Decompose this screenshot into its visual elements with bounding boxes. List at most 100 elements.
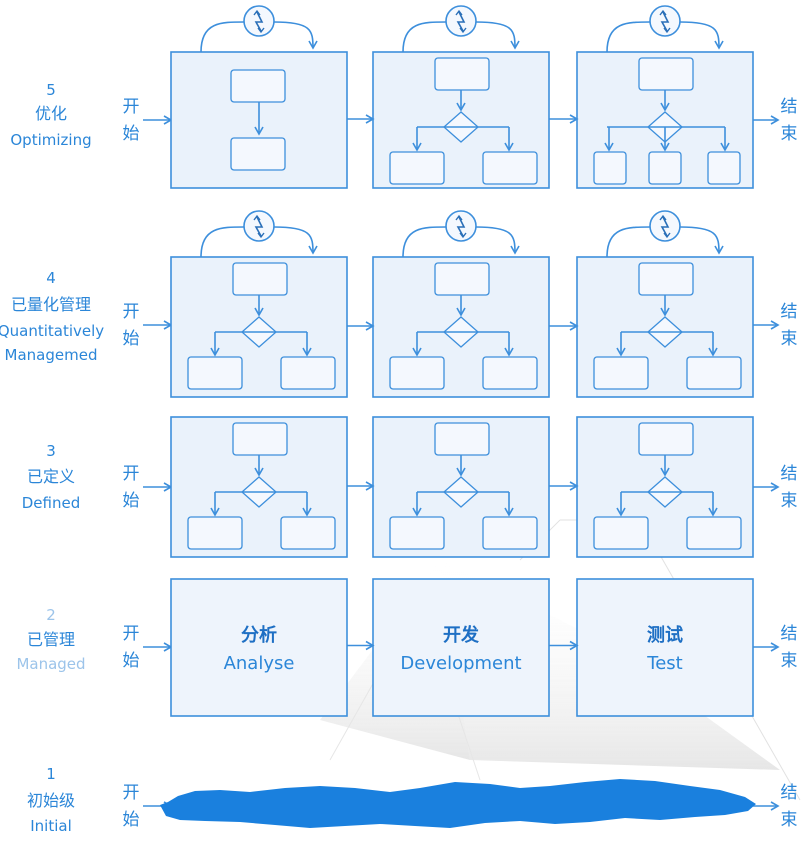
process-step [707,151,741,185]
level-name-cn: 初始级 [27,791,75,810]
level-name-en: Managemed [5,346,98,364]
process-step [638,422,694,456]
phase-box [576,578,754,717]
feedback-loop [679,226,724,255]
start-char: 始 [123,491,140,511]
end-label: 结束 [753,464,798,511]
process-step [389,151,445,185]
process-step [389,516,445,550]
process-step [389,356,445,390]
start-label: 开始 [123,97,173,144]
start-char: 始 [123,810,140,830]
process-step [232,422,288,456]
end-char: 结 [781,783,798,803]
level-name-cn: 优化 [35,104,67,123]
end-char: 结 [781,464,798,484]
process-step [482,516,538,550]
feedback-loop [475,226,520,255]
level-number: 1 [46,765,56,783]
process-step [434,422,490,456]
start-label: 开始 [123,464,173,511]
end-char: 束 [781,651,798,671]
process-step [230,69,286,103]
start-char: 开 [123,783,140,803]
start-label: 开始 [123,624,173,671]
process-step [638,262,694,296]
level-number: 2 [46,606,56,624]
process-step [434,262,490,296]
phase-name-cn: 分析 [241,624,277,646]
process-step [280,356,336,390]
process-step [686,356,742,390]
end-char: 束 [781,491,798,511]
end-char: 结 [781,624,798,644]
level-name-cn: 已管理 [27,630,75,649]
end-char: 束 [781,329,798,349]
row-quantitatively-managed [170,210,754,398]
process-step [482,151,538,185]
row-optimizing [170,5,754,189]
process-step [638,57,694,91]
feedback-loop [200,21,245,53]
process-step [593,151,627,185]
end-char: 结 [781,302,798,322]
start-char: 开 [123,97,140,117]
process-step [187,356,243,390]
process-step [434,57,490,91]
start-char: 始 [123,651,140,671]
cycle-gear-icon [445,5,477,37]
level-name-en: Optimizing [10,131,91,149]
initial-level-chaotic-flow [160,779,756,828]
phase-name-en: Test [646,653,682,674]
phase-box [372,578,550,717]
end-char: 束 [781,124,798,144]
cycle-gear-icon [445,210,477,242]
level-name-cn: 已量化管理 [11,295,91,314]
end-label: 结束 [753,97,798,144]
level-name-cn: 已定义 [27,467,75,486]
start-char: 开 [123,624,140,644]
start-char: 始 [123,329,140,349]
process-step [280,516,336,550]
feedback-loop [273,21,318,50]
phase-box-analyse: 分析 Analyse [170,578,348,717]
initial-level-blob [160,779,756,828]
phase-name-cn: 测试 [647,624,683,646]
phase-box-test: 测试 Test [576,578,754,717]
level-label-1: 1 初始级 Initial [27,765,75,835]
process-step [230,137,286,171]
start-label: 开始 [123,302,173,349]
process-step [187,516,243,550]
feedback-loop [200,226,245,258]
start-char: 开 [123,464,140,484]
process-step [482,356,538,390]
process-step [593,516,649,550]
row-defined [170,416,754,558]
end-char: 束 [781,810,798,830]
feedback-loop [606,21,651,53]
end-label: 结束 [753,302,798,349]
phase-name-en: Analyse [224,653,295,674]
feedback-loop [402,226,447,258]
cycle-gear-icon [649,210,681,242]
cycle-gear-icon [243,5,275,37]
process-step [686,516,742,550]
level-number: 4 [46,269,56,287]
process-step [232,262,288,296]
end-char: 结 [781,97,798,117]
level-number: 3 [46,442,56,460]
cycle-gear-icon [649,5,681,37]
phase-name-en: Development [400,653,521,674]
process-step [593,356,649,390]
feedback-loop [475,21,520,50]
start-label: 开始 [123,783,173,830]
level-name-en: Initial [30,817,72,835]
end-label: 结束 [753,624,798,671]
feedback-loop [606,226,651,258]
